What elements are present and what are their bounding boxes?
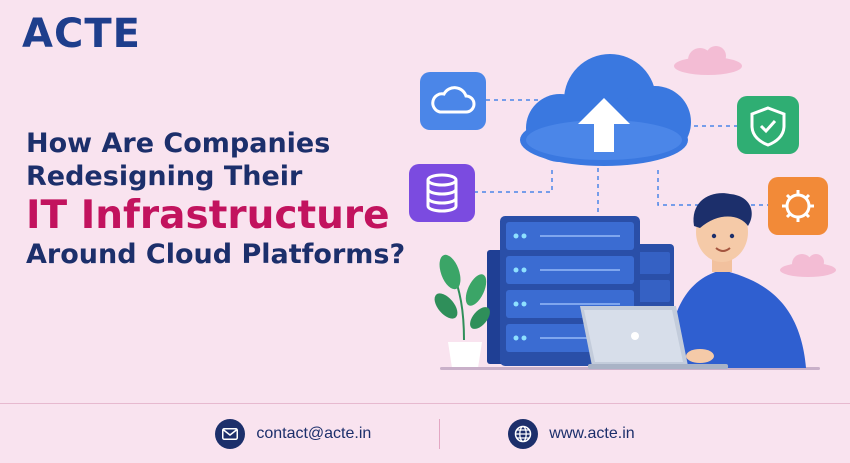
upload-arrow-icon: [578, 98, 630, 152]
footer-separator: [439, 418, 441, 449]
website-link[interactable]: www.acte.in: [549, 424, 635, 442]
gear-tile: [768, 177, 828, 235]
database-tile: [409, 164, 475, 222]
shield-tile: [737, 96, 799, 154]
footer-divider: [0, 403, 850, 404]
shield-check-icon: [750, 106, 786, 147]
database-icon: [426, 173, 458, 213]
headline-highlight: IT Infrastructure: [26, 192, 390, 238]
footer-website[interactable]: www.acte.in: [508, 418, 635, 449]
cloud-tile: [420, 72, 486, 130]
footer-email[interactable]: contact@acte.in: [215, 418, 372, 449]
headline-line-4: Around Cloud Platforms?: [26, 238, 406, 270]
mail-icon: [215, 418, 246, 449]
decorative-cloud-icon: [780, 254, 836, 277]
cloud-icon: [431, 86, 476, 114]
acte-logo: ACTE: [22, 11, 141, 57]
email-link[interactable]: contact@acte.in: [256, 424, 372, 442]
globe-icon: [508, 418, 539, 449]
decorative-cloud-icon: [674, 46, 742, 75]
potted-plant: [434, 254, 490, 368]
headline-line-2: Redesigning Their: [26, 160, 303, 192]
laptop-illustration: [580, 306, 728, 369]
footer: contact@acte.in www.acte.in: [0, 404, 850, 463]
gear-icon: [782, 190, 814, 222]
headline: How Are Companies Redesigning Their IT I…: [26, 128, 446, 272]
person-illustration: [668, 193, 806, 368]
cloud-infrastructure-illustration: [409, 46, 836, 370]
headline-line-1: How Are Companies: [26, 128, 331, 159]
